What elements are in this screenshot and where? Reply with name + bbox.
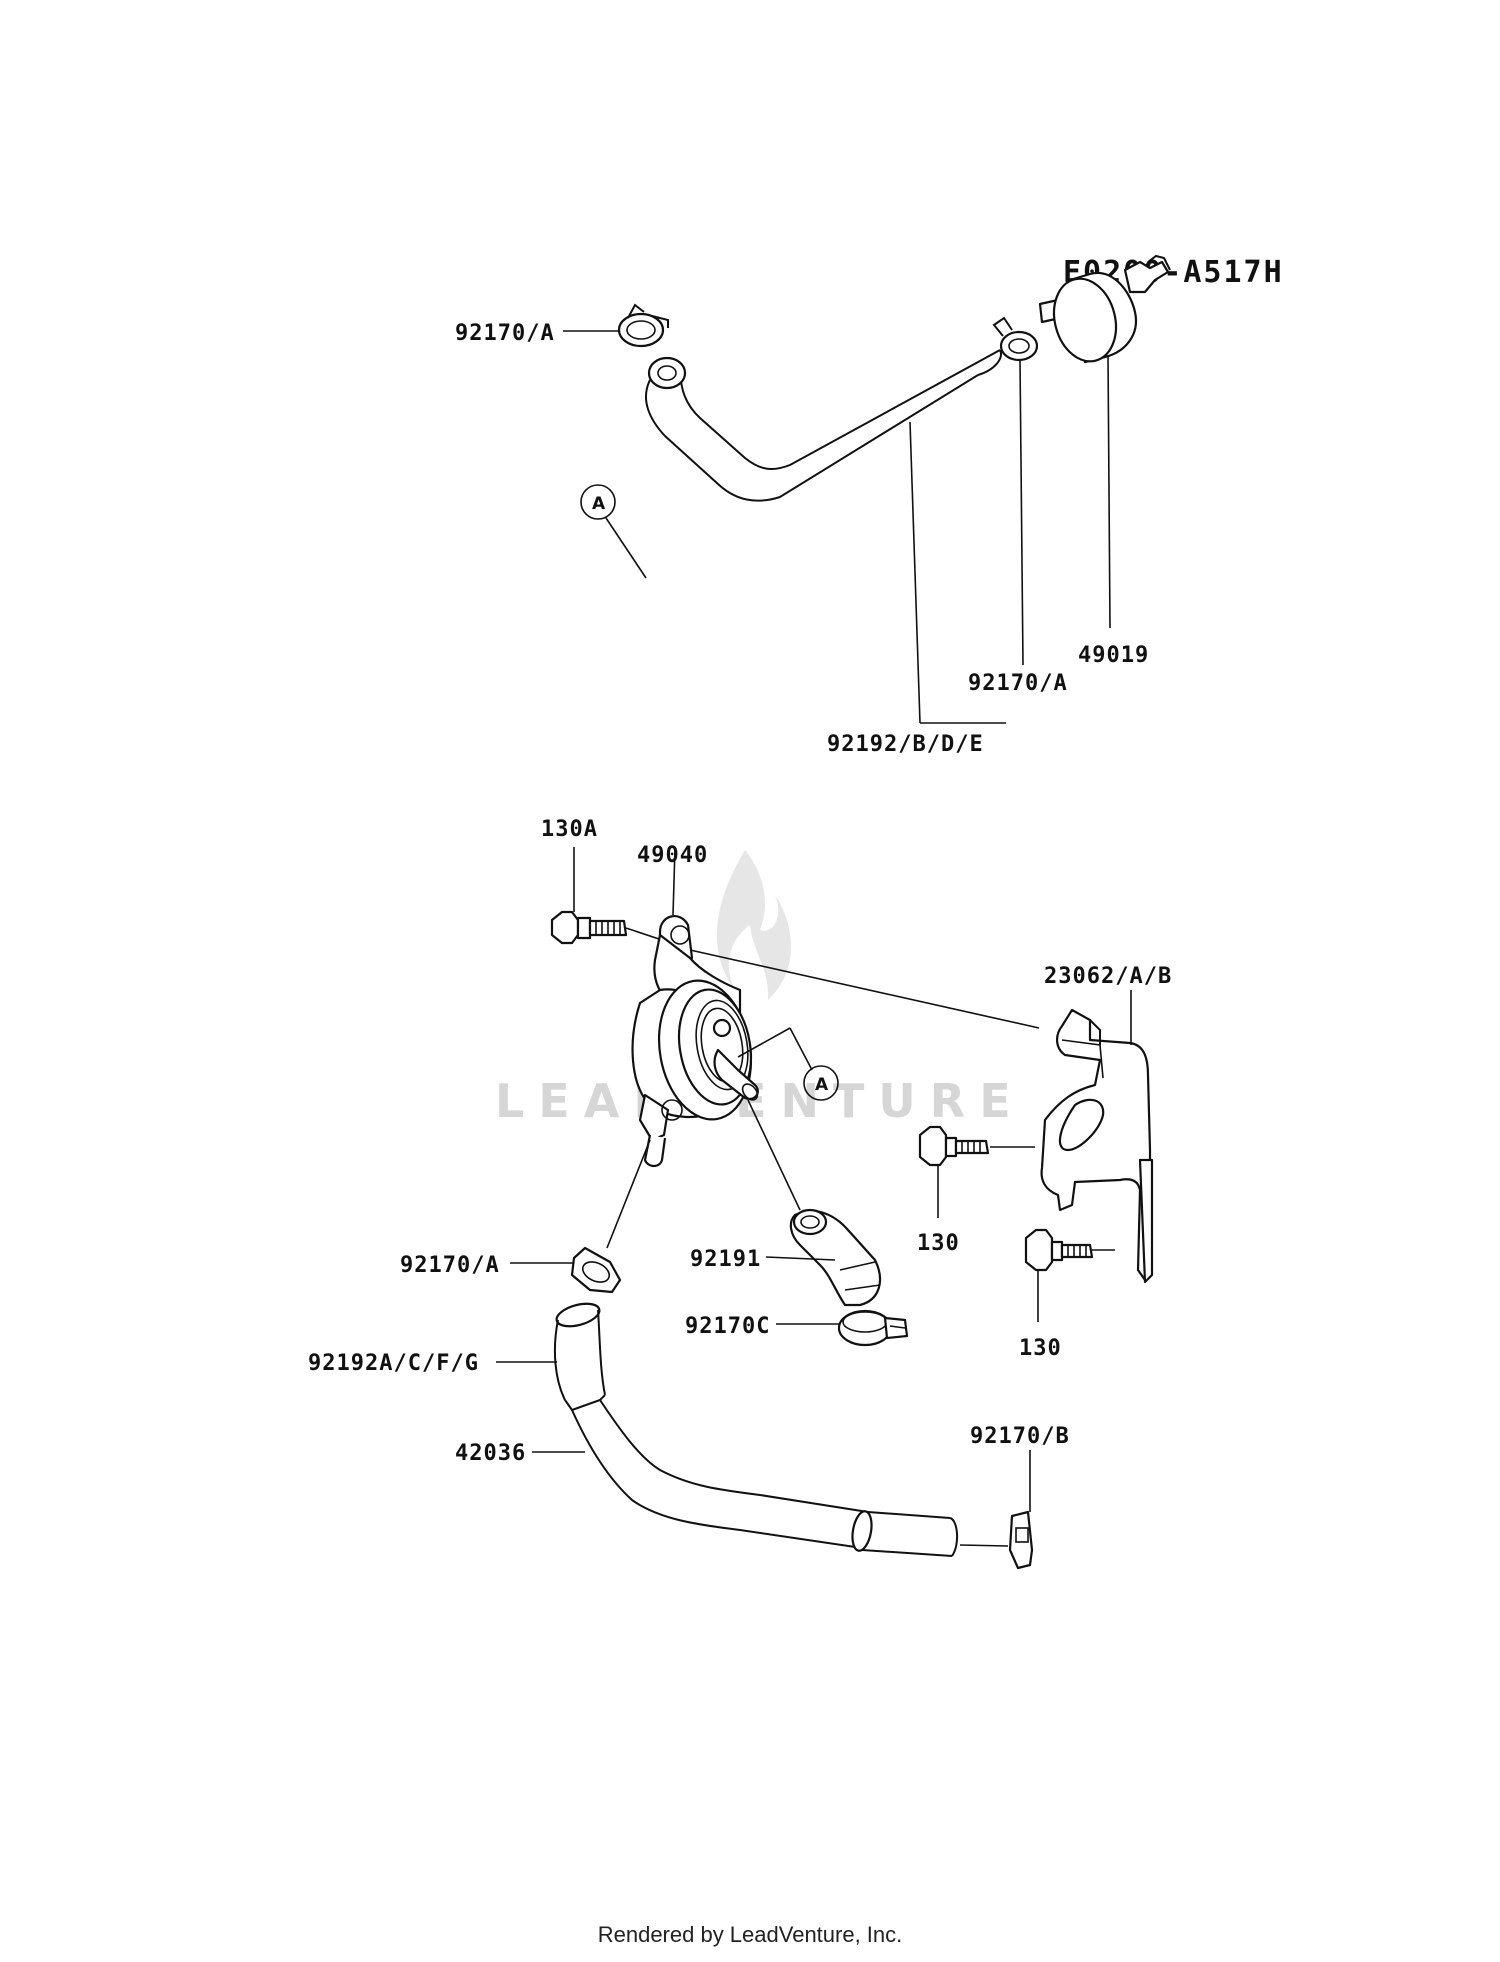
callout-fuel-filter: 49019	[1078, 643, 1149, 668]
hose-clamp-top-right	[992, 316, 1039, 362]
callout-bracket: 23062/A/B	[1044, 964, 1172, 989]
bolt-130-lower	[1024, 1228, 1094, 1272]
svg-text:A: A	[815, 1075, 829, 1095]
ref-mark-a-pump: A	[803, 1065, 839, 1101]
callout-hose-92191: 92191	[690, 1247, 761, 1272]
fuel-hose-upper	[645, 349, 1002, 502]
bolt-130-upper	[918, 1125, 990, 1167]
callout-tube-42036: 42036	[455, 1441, 526, 1466]
callout-clamp-top-left: 92170/A	[455, 321, 555, 346]
callout-fuel-pump: 49040	[637, 843, 708, 868]
callout-bolt-130-upper: 130	[917, 1231, 960, 1256]
callout-bolt-130a: 130A	[541, 817, 598, 842]
callout-hose-lower: 92192A/C/F/G	[308, 1351, 479, 1376]
hose-clamp-92170b	[1008, 1510, 1034, 1570]
hose-clamp-top-left	[617, 303, 669, 348]
callout-hose-upper: 92192/B/D/E	[827, 732, 984, 757]
hose-clamp-pump-outlet	[570, 1246, 622, 1294]
ref-mark-a-top: A	[580, 484, 616, 520]
hose-clamp-92170c	[837, 1309, 909, 1347]
footer-credit: Rendered by LeadVenture, Inc.	[597, 1922, 903, 1947]
hose-92191	[789, 1208, 882, 1307]
watermark-text: LEADVENTURE	[495, 1074, 1025, 1128]
pump-bracket	[1040, 1008, 1154, 1284]
fuel-hose-lower	[553, 1302, 958, 1557]
callout-bolt-130-lower: 130	[1019, 1336, 1062, 1361]
fuel-filter	[1038, 254, 1171, 364]
bolt-130a	[550, 910, 628, 945]
callout-clamp-pump-outlet: 92170/A	[400, 1253, 500, 1278]
callout-clamp-top-right: 92170/A	[968, 671, 1068, 696]
callout-clamp-92170b: 92170/B	[970, 1424, 1070, 1449]
callout-clamp-92170c: 92170C	[685, 1314, 770, 1339]
watermark-flame-icon	[716, 850, 792, 1000]
svg-text:A: A	[592, 494, 606, 514]
fuel-pump	[631, 915, 759, 1168]
